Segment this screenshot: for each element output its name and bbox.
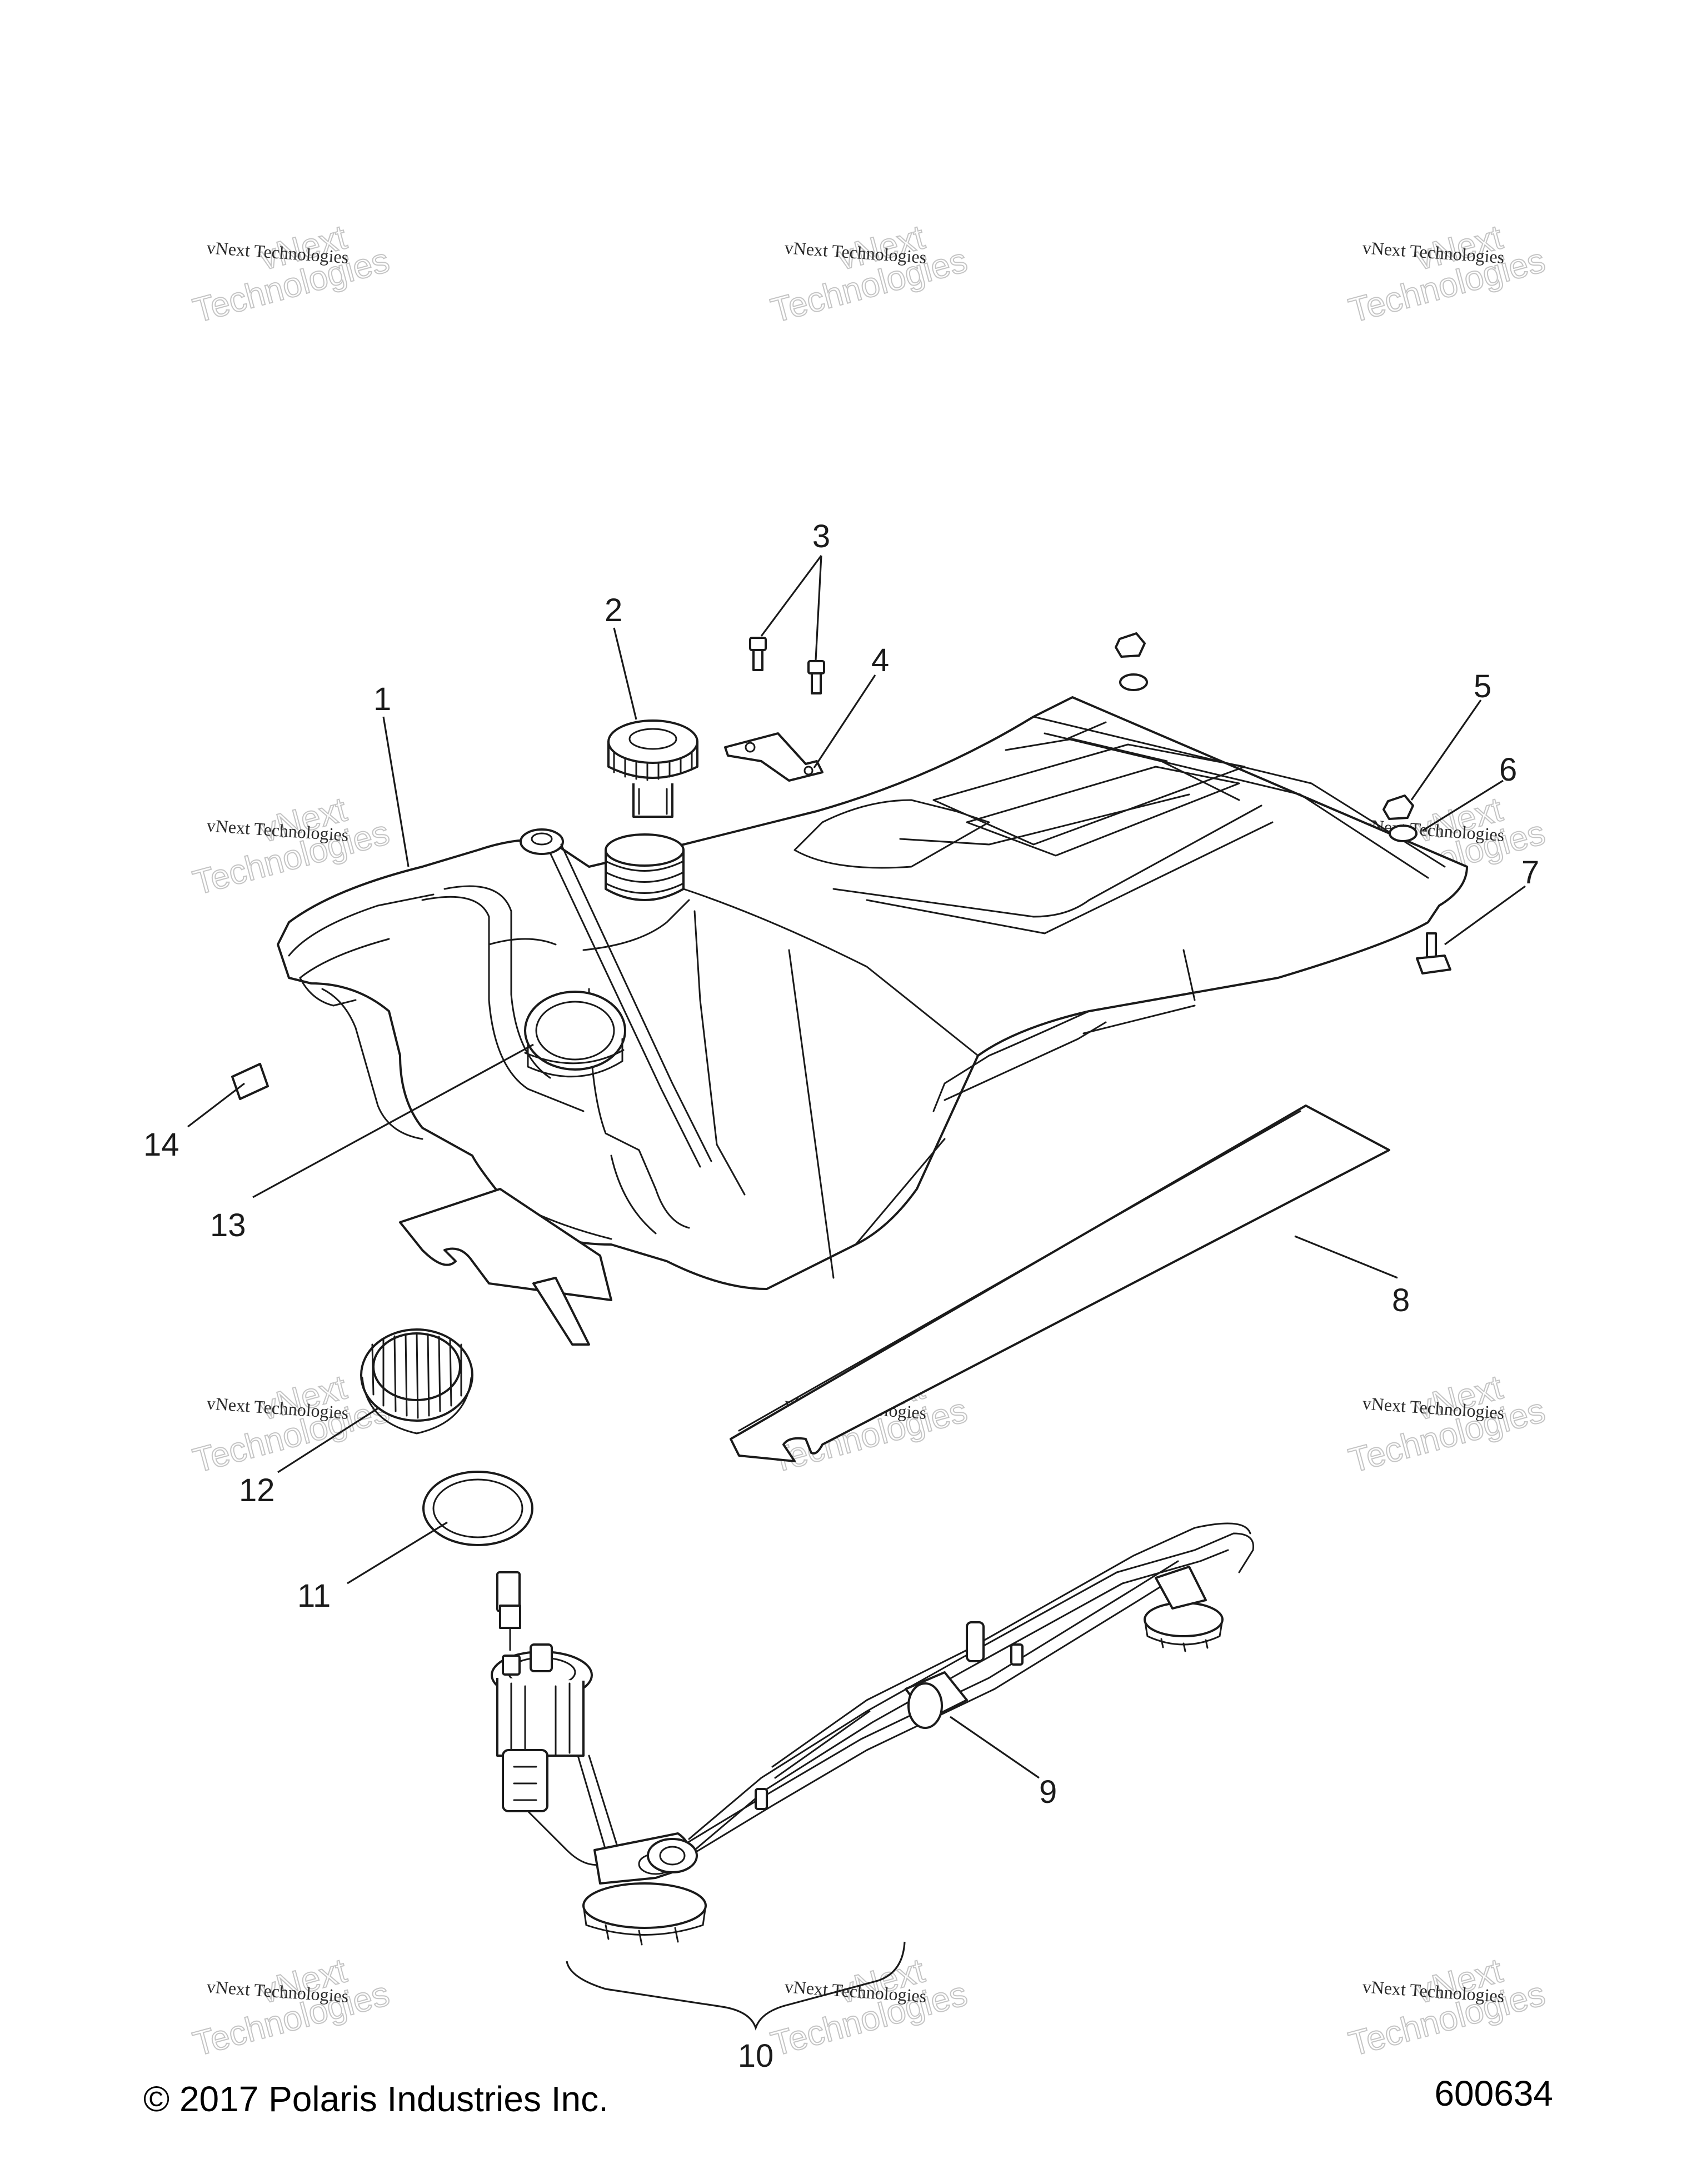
bracket-hole [803, 766, 813, 776]
heat-shield-strip-edge [738, 1110, 1301, 1432]
callout-8: 8 [1392, 1282, 1410, 1318]
callout-9: 9 [1039, 1774, 1057, 1810]
callout-12: 12 [239, 1472, 275, 1508]
heat-shield-strip [730, 1105, 1390, 1462]
watermark: Technologies vNext [1344, 1951, 1549, 2064]
nut [1115, 632, 1146, 658]
leader-lines [187, 555, 1526, 2031]
watermark: Technologies vNext [1344, 217, 1549, 331]
nut [1382, 794, 1414, 820]
callout-13: 13 [210, 1207, 246, 1243]
bolt [1416, 932, 1451, 974]
screw [749, 637, 767, 671]
heat-shield [399, 1188, 612, 1301]
callout-1: 1 [373, 681, 391, 717]
fuel-tank [277, 696, 1468, 1290]
watermark: Technologies vNext [766, 217, 971, 331]
washer [1119, 673, 1148, 691]
seal-ring [422, 1471, 533, 1546]
screw [807, 660, 825, 694]
lock-ring [360, 1328, 473, 1435]
copyright-text: © 2017 Polaris Industries Inc. [143, 2079, 608, 2119]
bracket [724, 732, 823, 782]
callout-7: 7 [1521, 854, 1539, 891]
callout-4: 4 [871, 642, 889, 678]
callout-10: 10 [738, 2038, 774, 2074]
callout-11: 11 [297, 1578, 331, 1614]
callout-3: 3 [812, 518, 830, 554]
figure-number: 600634 [1434, 2073, 1553, 2113]
foam-strip [532, 1277, 590, 1346]
watermark: Technologies vNext [188, 1951, 393, 2064]
callout-6: 6 [1499, 752, 1517, 788]
bracket-hole [745, 742, 756, 753]
watermark: Technologies vNext [766, 1951, 971, 2064]
watermark: Technologies vNext [188, 217, 393, 331]
washer [1389, 824, 1417, 842]
callout-2: 2 [605, 592, 622, 628]
fuel-line [647, 1522, 1255, 1873]
fuel-pump-assembly [491, 1571, 707, 1946]
fuel-cap [607, 719, 698, 818]
callout-14: 14 [143, 1127, 179, 1163]
decal [231, 1063, 269, 1100]
watermark: Technologies vNext [1344, 1367, 1549, 1481]
callout-5: 5 [1474, 668, 1491, 704]
